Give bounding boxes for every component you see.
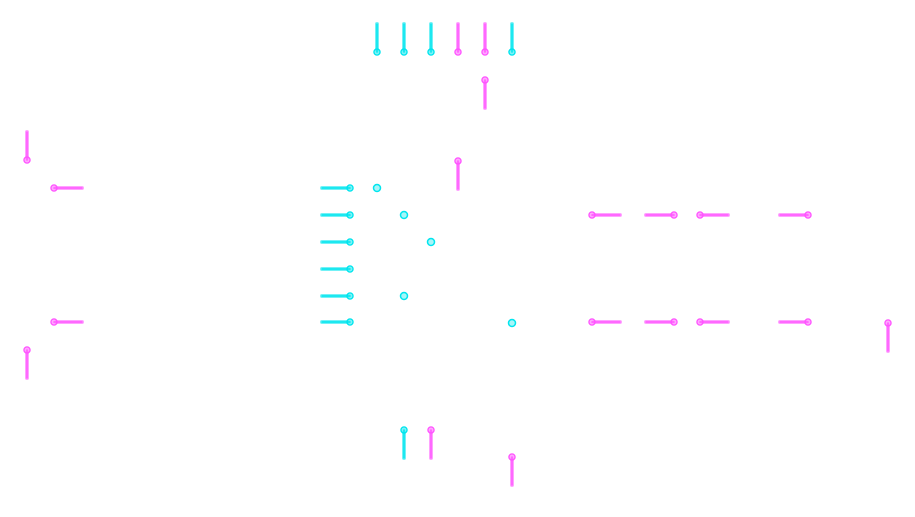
junction-1	[372, 183, 382, 193]
pin-left-bottom	[23, 346, 31, 380]
pin-far-right	[884, 319, 892, 353]
pin-stack-4	[320, 265, 354, 273]
pin-top-6	[508, 22, 516, 56]
pin-right-lower-1	[588, 318, 622, 326]
pin-right-lower-4	[778, 318, 812, 326]
pin-top-3	[427, 22, 435, 56]
pin-top-1	[373, 22, 381, 56]
pin-top-5	[481, 22, 489, 56]
pin-top-2	[400, 22, 408, 56]
pin-right-lower-2	[644, 318, 678, 326]
junction-4	[399, 291, 409, 301]
pin-stack-2	[320, 211, 354, 219]
junction-5	[507, 318, 517, 328]
junction-2	[399, 210, 409, 220]
pin-right-upper-2	[644, 211, 678, 219]
pin-stack-5	[320, 292, 354, 300]
pin-bottom-3	[508, 453, 516, 487]
pin-stack-1	[320, 184, 354, 192]
pin-stack-3	[320, 238, 354, 246]
pin-right-upper-3	[696, 211, 730, 219]
pin-bottom-1	[400, 426, 408, 460]
pin-top-4	[454, 22, 462, 56]
pin-left-top	[23, 130, 31, 164]
pin-right-upper-4	[778, 211, 812, 219]
pin-left-upper-h	[50, 184, 84, 192]
pin-mid-upper	[481, 76, 489, 110]
junction-3	[426, 237, 436, 247]
pin-right-upper-1	[588, 211, 622, 219]
pin-bottom-2	[427, 426, 435, 460]
pin-stack-6	[320, 318, 354, 326]
pin-right-lower-3	[696, 318, 730, 326]
pin-left-lower-h	[50, 318, 84, 326]
pin-mid-center	[454, 157, 462, 191]
